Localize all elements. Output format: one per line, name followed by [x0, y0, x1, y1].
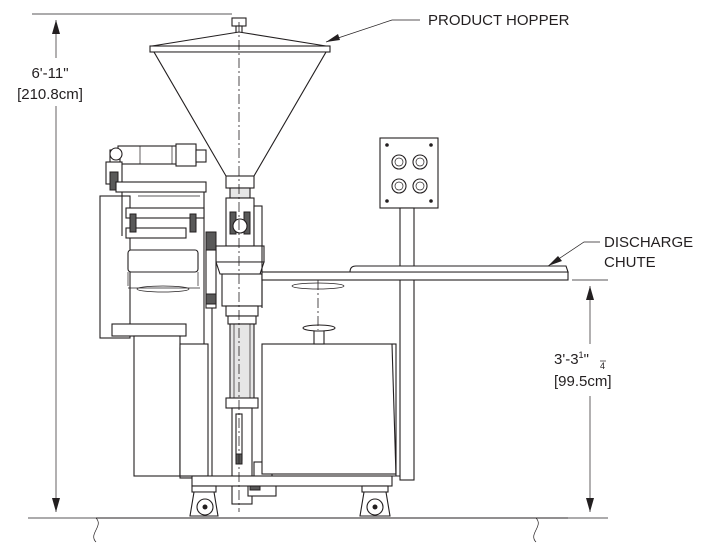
discharge-height-metric: [99.5cm] [554, 373, 612, 390]
base-cabinet [179, 236, 400, 496]
discharge-height-label: 3'-31" [554, 350, 589, 368]
discharge-label-line1: DISCHARGE [604, 234, 693, 251]
total-height-metric: [210.8cm] [17, 86, 83, 103]
control-knob-tl [391, 154, 407, 170]
product-hopper [149, 17, 331, 199]
discharge-label-line2: CHUTE [604, 254, 656, 271]
control-knob-tr [412, 154, 428, 170]
control-knob-br [412, 178, 428, 194]
hopper-callout: PRODUCT HOPPER [325, 12, 570, 43]
discharge-height-dimension: 3'-31" 4 [99.5cm] [548, 279, 638, 519]
caster-left [189, 485, 219, 517]
hopper-label: PRODUCT HOPPER [428, 12, 570, 29]
floor-line [93, 517, 568, 543]
discharge-height-fraction-den: 4 [600, 361, 605, 371]
caster-right [359, 485, 391, 517]
discharge-callout: DISCHARGE CHUTE [547, 234, 693, 271]
control-knob-bl [391, 178, 407, 194]
total-height-label: 6'-11" [31, 65, 68, 82]
discharge-chute [261, 265, 569, 281]
top-mechanism [105, 143, 207, 239]
total-height-dimension: 6'-11" [210.8cm] [0, 13, 232, 519]
